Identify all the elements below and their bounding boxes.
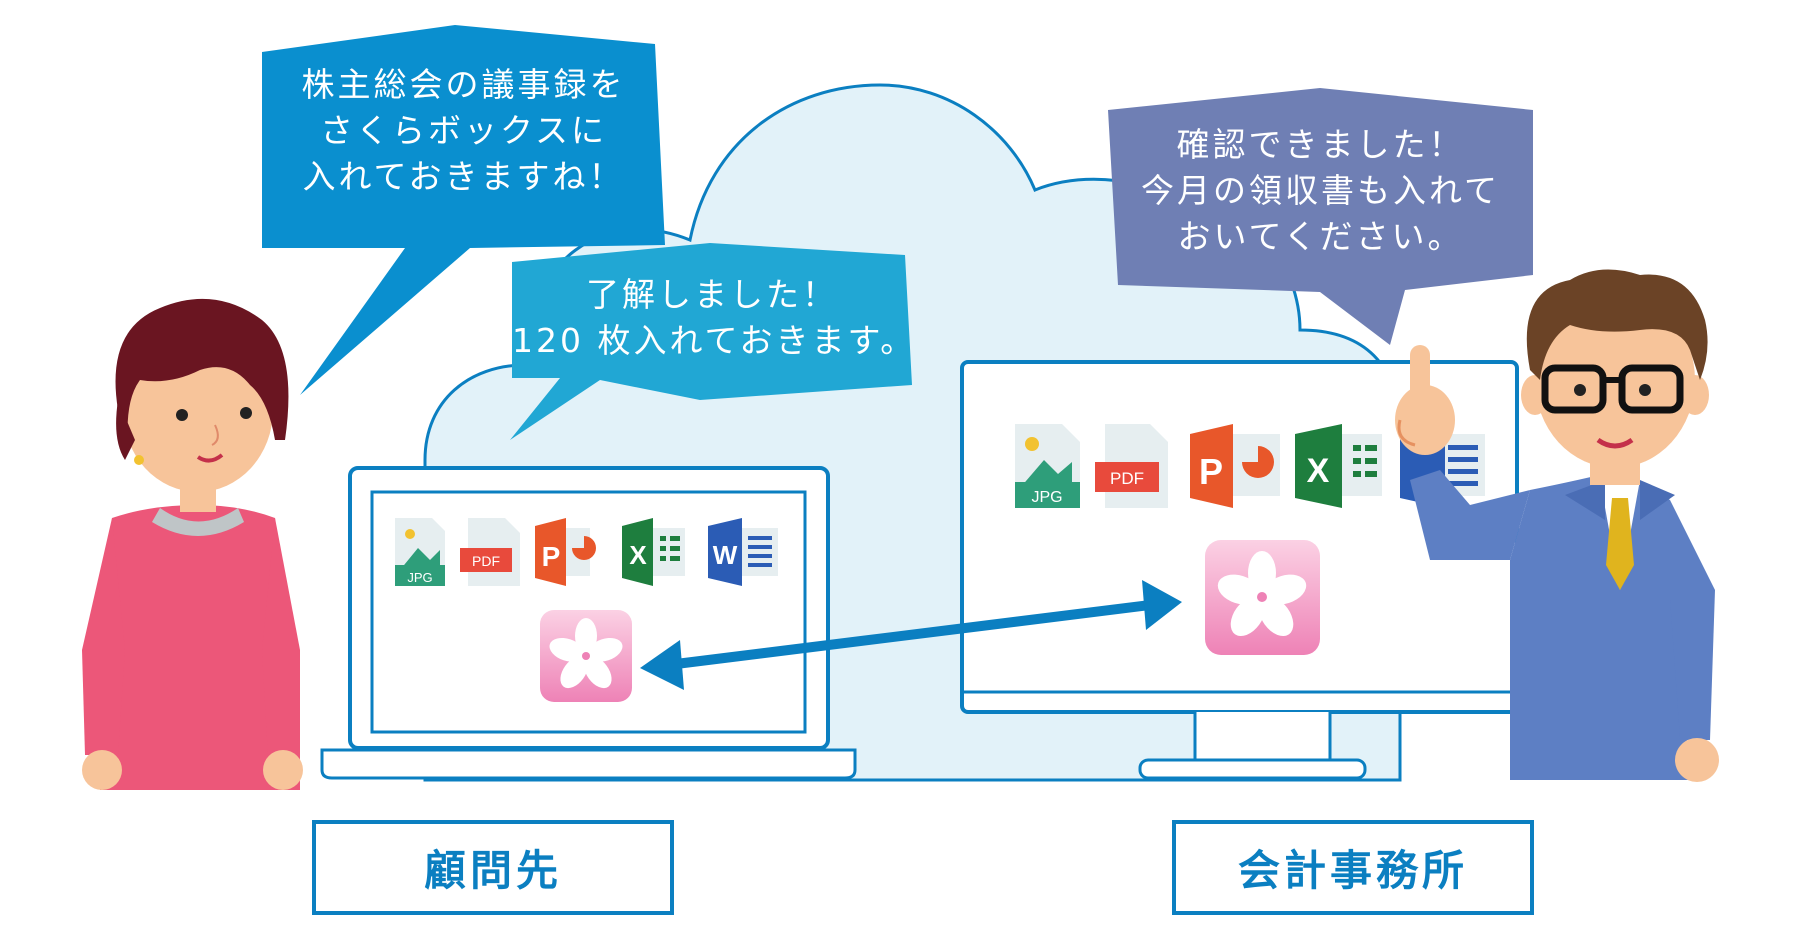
svg-text:JPG: JPG (1031, 489, 1062, 506)
speech-bubble-office (1108, 88, 1533, 345)
speech-bubble-reply (510, 243, 912, 440)
jpg-icon: JPG (395, 518, 445, 586)
sakura-app-icon-desktop (1205, 540, 1320, 655)
laptop-file-icons: JPG PDF P X (395, 518, 778, 586)
word-icon: W (708, 518, 778, 586)
jpg-icon: JPG (1015, 424, 1080, 508)
client-reply-line-2: 120 枚入れておきます。 (512, 321, 917, 360)
svg-text:JPG: JPG (407, 570, 432, 585)
svg-text:PDF: PDF (472, 553, 500, 569)
office-message-line-3: おいてください。 (1177, 217, 1464, 256)
excel-icon: X (1295, 424, 1382, 508)
office-message-line-2: 今月の領収書も入れて (1140, 171, 1500, 210)
client-message-line-3: 入れておきますね！ (302, 157, 625, 196)
svg-text:PDF: PDF (1110, 469, 1144, 488)
pdf-icon: PDF (460, 518, 520, 586)
ppt-icon: P (535, 518, 596, 586)
speech-bubble-client (262, 25, 665, 395)
ppt-icon: P (1190, 424, 1280, 508)
office-message-line-1: 確認できました！ (1176, 125, 1465, 164)
excel-icon: X (622, 518, 685, 586)
sync-arrow (640, 580, 1182, 690)
client-reply-line-1: 了解しました！ (586, 275, 838, 314)
office-message-text: 確認できました！ 今月の領収書も入れて おいてください。 (1108, 122, 1533, 260)
svg-text:W: W (713, 540, 738, 570)
svg-text:X: X (1307, 452, 1330, 490)
woman-character (82, 298, 303, 790)
client-reply-text: 了解しました！ 120 枚入れておきます。 (512, 272, 917, 364)
sakura-app-icon-laptop (540, 610, 632, 702)
man-character (1395, 269, 1719, 782)
client-label: 顧問先 (312, 820, 674, 915)
pdf-icon: PDF (1095, 424, 1168, 508)
svg-text:P: P (1199, 451, 1223, 492)
client-message-text: 株主総会の議事録を さくらボックスに 入れておきますね！ (262, 62, 665, 200)
svg-text:X: X (629, 540, 647, 570)
client-message-line-2: さくらボックスに (319, 111, 607, 150)
client-message-line-1: 株主総会の議事録を (301, 65, 626, 104)
svg-text:P: P (542, 541, 561, 572)
office-label: 会計事務所 (1172, 820, 1534, 915)
